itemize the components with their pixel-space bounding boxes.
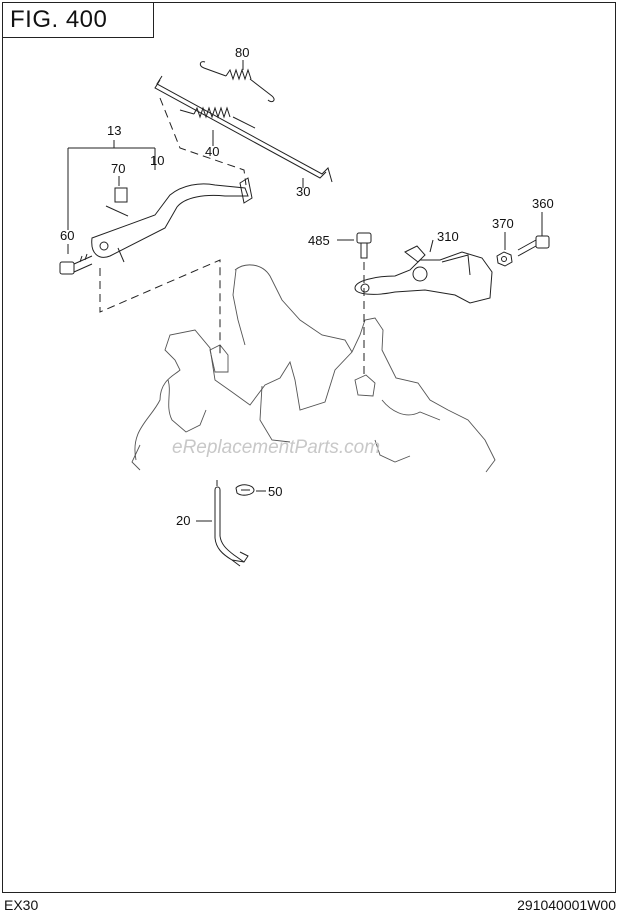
bolt-60 (59, 253, 93, 275)
callout-70: 70 (111, 161, 125, 176)
callout-30: 30 (296, 184, 310, 199)
callout-labels: 80 13 70 10 40 30 60 485 310 370 360 50 … (60, 45, 554, 528)
callout-50: 50 (268, 484, 282, 499)
callout-40: 40 (205, 144, 219, 159)
assembly-dashes (99, 97, 365, 378)
callout-310: 310 (437, 229, 459, 244)
nut-370 (496, 251, 513, 267)
callout-370: 370 (492, 216, 514, 231)
callout-20: 20 (176, 513, 190, 528)
spring-80 (199, 61, 275, 103)
spring-40 (179, 106, 256, 129)
bolt-360 (517, 235, 550, 257)
model-label: EX30 (4, 897, 39, 913)
callout-60: 60 (60, 228, 74, 243)
figure-title: FIG. 400 (2, 2, 154, 38)
leader-lines (67, 60, 543, 522)
callout-13: 13 (107, 123, 121, 138)
drawing-frame (2, 2, 616, 893)
drawing-code: 291040001W00 (517, 897, 616, 913)
bolt-485 (356, 232, 372, 259)
callout-485: 485 (308, 233, 330, 248)
bracket-310 (354, 245, 493, 304)
callout-360: 360 (532, 196, 554, 211)
governor-rod-30 (154, 75, 333, 183)
watermark: eReplacementParts.com (172, 437, 380, 458)
callout-10: 10 (150, 153, 164, 168)
engine-outline (131, 264, 496, 473)
control-rod-20 (214, 480, 249, 567)
callout-80: 80 (235, 45, 249, 60)
clip-50 (235, 484, 255, 496)
governor-lever-10 (91, 177, 253, 263)
